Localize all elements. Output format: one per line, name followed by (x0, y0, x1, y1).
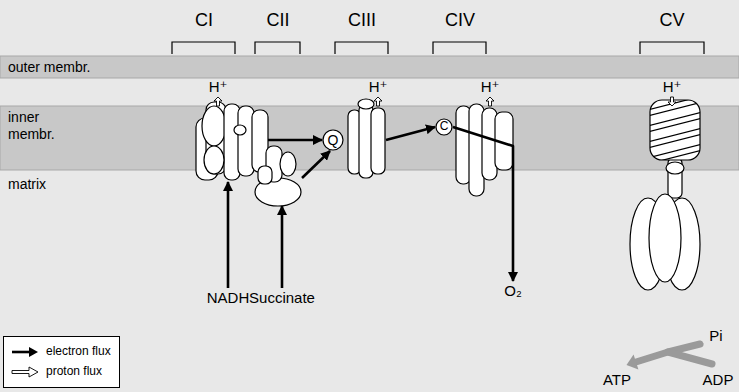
membrane-band-fill (0, 56, 739, 78)
substrate-label: Succinate (247, 288, 317, 308)
atp-synthase-shape (630, 94, 710, 290)
complex-iii-shape (348, 99, 385, 178)
complex-bracket (172, 42, 704, 54)
legend-sample (29, 347, 38, 357)
proton-flux-arrow (668, 97, 676, 106)
node-text: outer membr. (0, 56, 739, 76)
complex-heading: CI (174, 9, 234, 31)
atp-synthase-shape (666, 162, 684, 174)
complex-ii-shape (258, 166, 272, 184)
membrane-band: outer membr. (0, 56, 739, 80)
legend-row: electron flux (10, 342, 111, 362)
electron-flux-arrow (227, 182, 230, 288)
complex-iii-shape (358, 99, 374, 109)
electron-flux-arrow (281, 206, 284, 288)
node-text: C (440, 120, 449, 134)
carrier-outline (323, 130, 343, 150)
substrate-label: ADP (703, 371, 734, 388)
legend-sample (12, 367, 38, 377)
phosphate-label: Pi (709, 327, 722, 344)
carrier-circle: Q (322, 129, 344, 151)
legend-sample (12, 351, 30, 354)
complex-iii-shape (371, 108, 385, 174)
membrane-band: inner membr. (0, 106, 739, 170)
proton-flux-arrow (214, 97, 222, 106)
electron-flux-arrow (453, 127, 513, 281)
atp-synthase-shape (650, 148, 700, 160)
complex-i-shape (202, 106, 226, 146)
complex-bracket (433, 42, 486, 54)
complex-i-shape (196, 102, 268, 180)
proton-flux-arrow (214, 97, 676, 106)
complex-ii: CII (255, 146, 302, 206)
complex-bracket (640, 42, 704, 54)
carrier-outline (436, 119, 452, 135)
label-anchor: H⁺ (209, 78, 228, 95)
complex-ii-shape (255, 146, 301, 206)
complex-iv: CIV (456, 104, 515, 196)
node-text: Q (328, 132, 339, 148)
complex-ii-shape (280, 152, 296, 176)
complex-i-shape (234, 125, 246, 135)
carrier-circle: C (435, 118, 453, 136)
label-anchor: H⁺ (663, 78, 682, 95)
complex-bracket (255, 42, 300, 54)
product-label: O₂ (502, 281, 524, 301)
complex-iv-shape (456, 104, 513, 196)
electron-flux-arrow (268, 139, 322, 142)
proton-label: H⁺ (209, 78, 228, 95)
proton-flux-arrow (374, 97, 382, 106)
node-text: Succinate (249, 289, 315, 306)
complex-bracket (172, 42, 235, 54)
compartment-label: matrix (8, 176, 46, 192)
electron-flux-arrow (302, 151, 330, 178)
complex-heading: CIV (430, 9, 490, 31)
legend-sample (10, 365, 40, 379)
legend-box: electron flux proton flux (3, 336, 120, 388)
node-text: inner membr. (0, 106, 70, 143)
label-anchor: ADP (703, 371, 734, 388)
proton-label: H⁺ (369, 78, 388, 95)
atp-synthase-shape (649, 194, 681, 282)
label-anchor: H⁺ (481, 78, 500, 95)
complex-heading: CIII (332, 9, 392, 31)
atp-synthesis-arrow (627, 354, 639, 369)
label-anchor: matrix (8, 176, 46, 192)
electron-flux-arrow (386, 127, 435, 140)
product-label: ATP (603, 371, 631, 388)
label-anchor: H⁺ (369, 78, 388, 95)
legend-text: proton flux (46, 365, 102, 379)
legend-text: electron flux (46, 345, 111, 359)
complex-i: CI (196, 100, 268, 182)
label-anchor: Pi (709, 327, 722, 344)
atp-synthase-shape (650, 132, 700, 150)
complex-bracket (335, 42, 388, 54)
complex-iii: CIII (346, 99, 386, 178)
legend-sample (10, 345, 40, 359)
atp-synthase-shape (650, 158, 700, 160)
complex-heading: CV (642, 9, 702, 31)
atp-synthase-shape (650, 116, 700, 134)
label-anchor: ATP (603, 371, 631, 388)
complex-heading: CII (248, 9, 308, 31)
legend-row: proton flux (10, 362, 111, 382)
complex-i-shape (204, 146, 224, 174)
proton-flux-arrow (486, 97, 494, 106)
atp-synthesis-arrow (636, 352, 712, 364)
node-text: O₂ (504, 282, 522, 299)
atp-synthase-shape (650, 100, 700, 160)
node-text: NADH (207, 289, 250, 306)
complex-v: CV (630, 98, 700, 290)
substrate-label: NADH (205, 288, 252, 308)
proton-label: H⁺ (481, 78, 500, 95)
atp-synthesis-arrow (627, 344, 713, 370)
atp-synthase-shape (650, 100, 700, 112)
proton-label: H⁺ (663, 78, 682, 95)
